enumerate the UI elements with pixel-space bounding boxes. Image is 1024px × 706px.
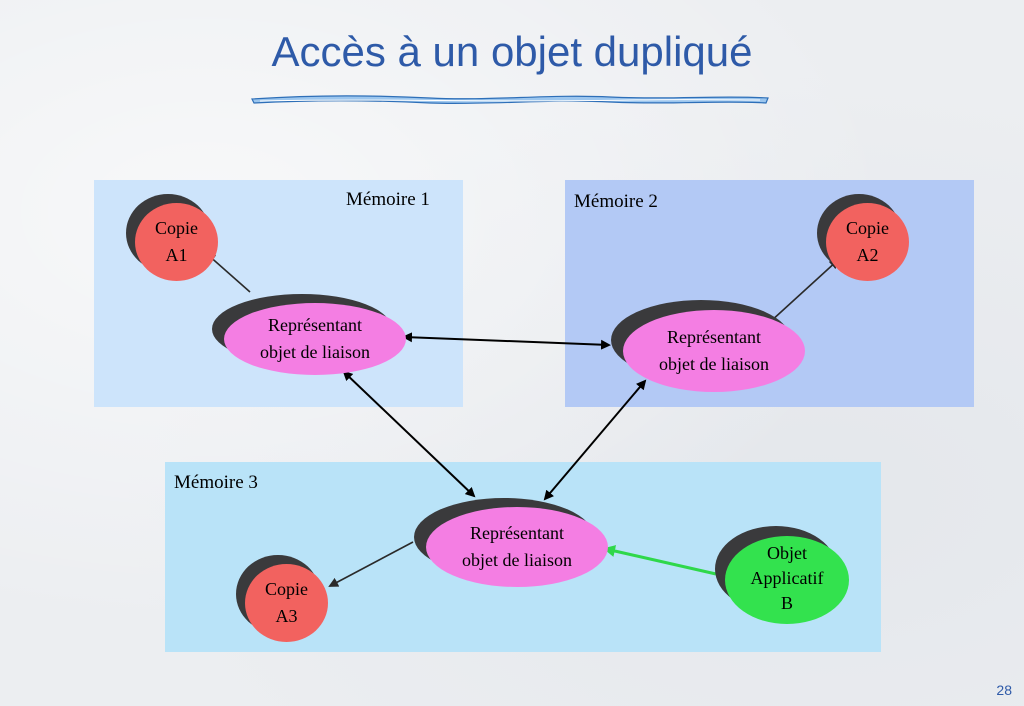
representative-node-3: Représentant objet de liaison — [414, 498, 608, 588]
memory-label-1: Mémoire 1 — [346, 189, 430, 210]
app-b-line3: B — [780, 592, 793, 613]
page-number: 28 — [996, 682, 1012, 698]
arrow-app-b-to-rep3 — [603, 545, 717, 576]
copy-a3-line1: Copie — [265, 579, 308, 599]
arrow-rep2-rep3 — [543, 379, 647, 501]
copy-a2-line2: A2 — [856, 245, 879, 265]
arrow-rep1-to-copy-a1 — [205, 252, 251, 293]
rep2-line2: objet de liaison — [659, 354, 769, 374]
arrow-rep1-rep3 — [342, 370, 476, 498]
copy-a3-line2: A3 — [275, 606, 298, 626]
rep3-line2: objet de liaison — [462, 550, 572, 570]
title-underline — [251, 95, 769, 105]
memory-label-3: Mémoire 3 — [174, 472, 258, 493]
arrow-rep1-rep2 — [402, 332, 611, 350]
app-object-b-node: Objet Applicatif B — [715, 526, 849, 624]
representative-node-2: Représentant objet de liaison — [611, 300, 805, 392]
app-b-line1: Objet — [767, 542, 807, 563]
memory-label-2: Mémoire 2 — [574, 191, 658, 212]
arrow-rep2-to-copy-a2 — [769, 258, 840, 323]
rep3-line1: Représentant — [470, 523, 564, 543]
rep1-line2: objet de liaison — [260, 342, 370, 362]
copy-a1-node: Copie A1 — [126, 194, 218, 282]
copy-a3-node: Copie A3 — [236, 555, 328, 643]
rep1-line1: Représentant — [268, 315, 362, 335]
rep2-line1: Représentant — [667, 327, 761, 347]
copy-a1-line2: A1 — [165, 245, 188, 265]
slide-title: Accès à un objet dupliqué — [271, 28, 753, 75]
app-b-line2: Applicatif — [750, 567, 824, 588]
copy-a2-node: Copie A2 — [817, 194, 909, 282]
copy-a1-line1: Copie — [155, 218, 198, 238]
copy-a2-line1: Copie — [846, 218, 889, 238]
representative-node-1: Représentant objet de liaison — [212, 294, 406, 376]
arrow-rep3-to-copy-a3 — [328, 541, 414, 587]
